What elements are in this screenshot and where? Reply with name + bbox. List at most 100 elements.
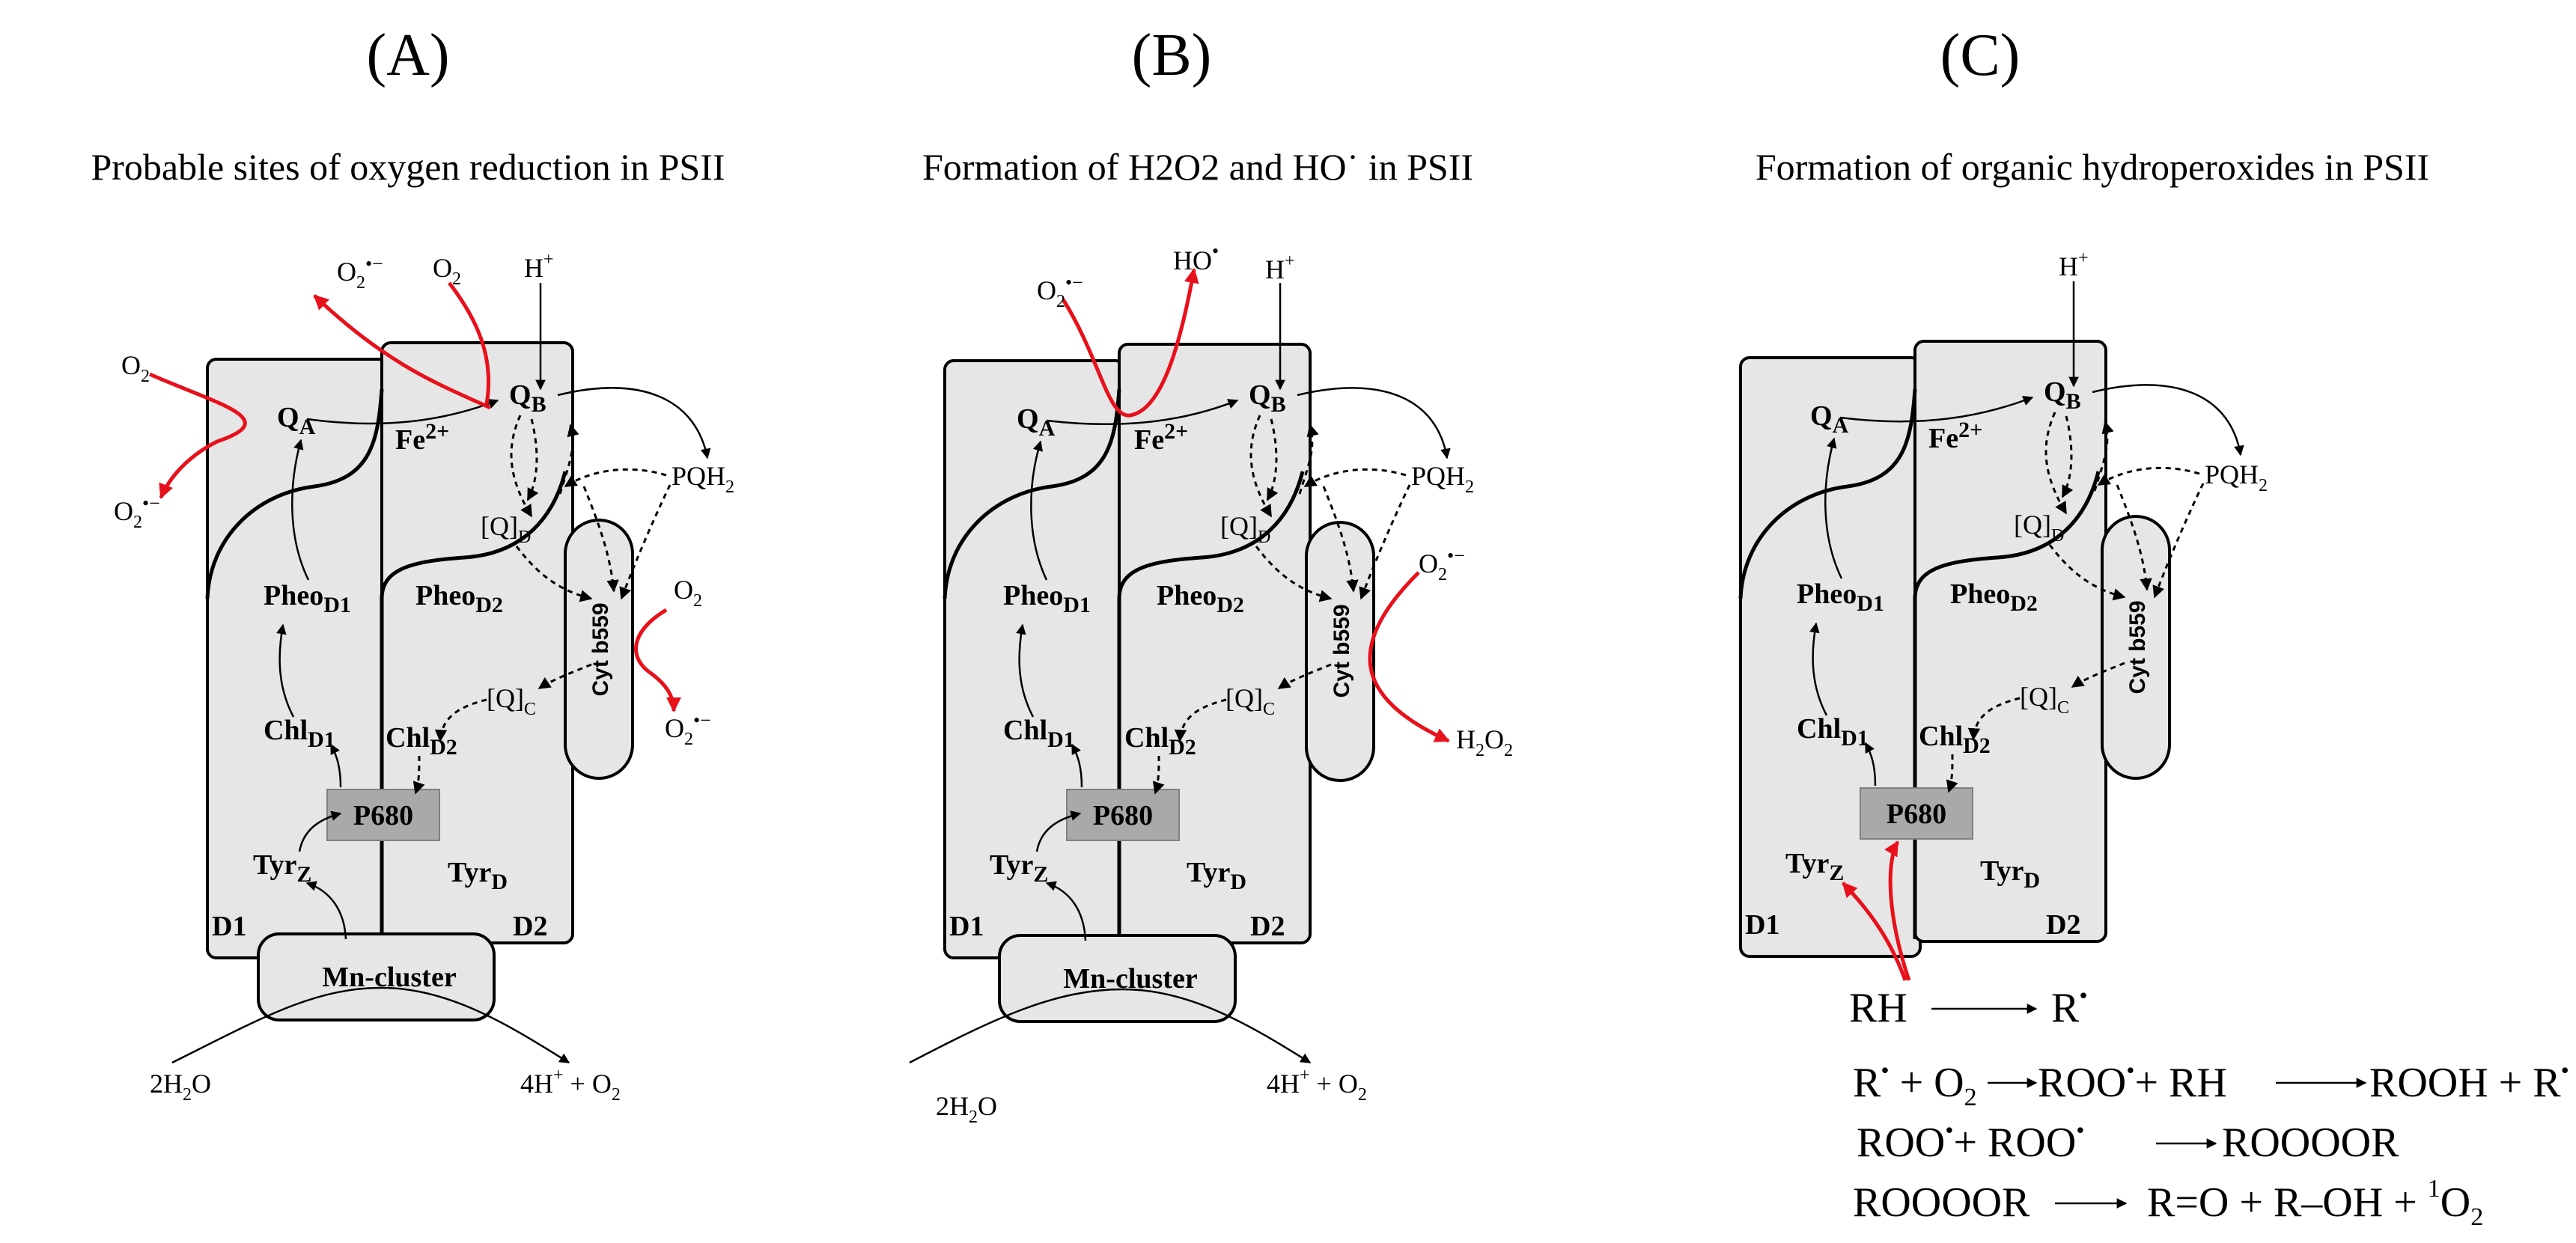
equation-4: ROOOOR — [1853, 1179, 2030, 1226]
p680-box — [1860, 787, 1973, 840]
h-plus-label: H+ — [2059, 248, 2089, 281]
o2-qb-label: O2 — [433, 253, 461, 289]
superoxide-qb-label: O2•− — [337, 253, 383, 293]
cyt-b559-box — [2101, 515, 2171, 780]
chl-to-pheo-arrow — [1809, 622, 1828, 716]
chl-to-pheo-arrow — [276, 623, 295, 718]
equation-1: RH — [1849, 985, 1907, 1031]
superoxide-qa-label: O2•− — [114, 492, 160, 532]
d1-boundary — [1738, 388, 1917, 599]
cyt-b559-label: Cyt b559 — [588, 602, 613, 696]
equation-2: R• + O2 — [1853, 1057, 1977, 1111]
qb-label: QB — [1249, 379, 1286, 417]
d1-label: D1 — [949, 911, 984, 942]
qd-to-cyt-dashed-2 — [1322, 486, 1359, 593]
pqh2-label: PQH2 — [672, 461, 734, 497]
equation-3: ROO•+ ROO• — [1857, 1117, 2084, 1166]
pheo-to-qa-arrow — [1824, 437, 1843, 579]
p680-to-chl-arrow — [1864, 742, 1877, 787]
chl-d2-label: ChlD2 — [1919, 721, 1991, 758]
qc-label: [Q]C — [2020, 682, 2069, 718]
d1-label: D1 — [212, 911, 246, 942]
cyt-b559-label: Cyt b559 — [2125, 600, 2150, 694]
water-label: 2H2O — [150, 1069, 211, 1105]
d2-boundary — [380, 471, 567, 939]
pqh2-to-cyt-dashed — [619, 484, 672, 600]
chl-to-pheo-arrow — [1016, 623, 1035, 718]
mn-cluster-box — [257, 932, 496, 1021]
qd-to-cyt-dashed-2 — [582, 486, 619, 593]
red-superoxide-qb — [313, 294, 492, 410]
superoxide-cyt-label: O2•− — [1419, 545, 1465, 584]
product-label: 4H+ + O2 — [1267, 1066, 1367, 1105]
panel-title: Formation of organic hydroperoxides in P… — [1756, 146, 2429, 188]
qa-to-qb-arrow — [306, 399, 499, 425]
p680-to-chl-arrow — [329, 743, 342, 788]
tyrz-to-p680-arrow — [1035, 810, 1082, 852]
superoxide-label: O2•− — [1037, 272, 1083, 311]
pqh2-to-qb-dashed — [2097, 466, 2200, 486]
mn-to-tyrz-arrow — [1045, 881, 1087, 941]
panel-label: (C) — [1940, 22, 2021, 88]
pheo-to-qa-arrow — [1030, 440, 1048, 581]
o2-qa-label: O2 — [121, 350, 150, 386]
tyrz-label: TyrZ — [1785, 848, 1844, 885]
equation-2-product: ROOH + R• — [2369, 1057, 2569, 1106]
d2-label: D2 — [1250, 911, 1285, 942]
qb-label: QB — [2044, 376, 2081, 414]
pqh2-to-cyt-dashed — [1359, 484, 1411, 600]
h-plus-label: H+ — [524, 250, 554, 283]
pheo-d2-label: PheoD2 — [415, 580, 503, 617]
pqh2-to-qb-dashed — [564, 468, 667, 488]
panel-a: (A) Probable sites of oxygen reduction i… — [91, 22, 734, 1105]
qd-to-cyt-dashed — [1255, 546, 1333, 602]
pheo-d2-label: PheoD2 — [1950, 578, 2038, 616]
ho-radical-label: HO• — [1173, 240, 1219, 275]
qd-label: [Q]D — [481, 511, 531, 547]
tyrd-label: TyrD — [1980, 855, 2040, 893]
qa-to-qb-arrow — [1839, 396, 2034, 423]
mn-to-tyrz-arrow — [305, 881, 347, 940]
water-label: 2H2O — [936, 1091, 997, 1127]
red-rh-to-p680 — [1884, 840, 1911, 981]
tyrz-label: TyrZ — [990, 849, 1048, 887]
fe-label: Fe2+ — [395, 419, 449, 456]
panel-title: Formation of H2O2 and HO˙ in PSII — [922, 146, 1473, 188]
equation-3-product: ROOOOR — [2222, 1120, 2399, 1166]
red-superoxide-cyt — [634, 608, 681, 712]
d1-label: D1 — [1745, 909, 1779, 941]
qb-to-pqh2-arrow — [557, 387, 711, 459]
qa-label: QA — [1017, 403, 1056, 441]
red-superoxide-qa — [148, 372, 247, 499]
panel-label: (A) — [366, 22, 449, 88]
qc-to-chl-dashed — [1174, 698, 1227, 742]
fe-label: Fe2+ — [1134, 419, 1188, 456]
d1-boundary — [205, 388, 384, 599]
panel-title: Probable sites of oxygen reduction in PS… — [91, 146, 725, 188]
p680-box — [326, 789, 440, 841]
o2-cyt-label: O2 — [674, 575, 702, 611]
qd-to-cyt-dashed-2 — [2116, 484, 2152, 591]
water-oxidation-arc — [171, 986, 570, 1064]
pheo-to-qa-arrow — [291, 439, 310, 581]
pqh2-to-qb-dashed — [1303, 468, 1407, 488]
chl-to-p680-dashed — [1946, 754, 1958, 793]
qc-to-chl-dashed — [1967, 697, 2021, 741]
d2-boundary — [1913, 471, 2101, 939]
red-o2-qb — [448, 281, 490, 405]
chl-d1-label: ChlD1 — [264, 715, 335, 752]
qd-to-cyt-dashed — [515, 546, 593, 602]
superoxide-cyt-label: O2•− — [665, 709, 711, 749]
chl-d1-label: ChlD1 — [1797, 713, 1869, 751]
red-superoxide-to-ho — [1061, 268, 1199, 418]
equation-4-product: R=O + R–OH + 1O2 — [2147, 1175, 2483, 1231]
h2o2-label: H2O2 — [1456, 724, 1513, 760]
panel-label: (B) — [1132, 22, 1212, 88]
cyt-b559-label: Cyt b559 — [1330, 604, 1354, 697]
qc-label: [Q]C — [487, 683, 536, 719]
cyt-to-qc-dashed — [2071, 662, 2125, 688]
pheo-d1-label: PheoD1 — [264, 580, 351, 617]
equation-1-product: R• — [2051, 982, 2088, 1031]
qb-to-qd-dashed — [2044, 412, 2068, 515]
qa-to-qb-arrow — [1046, 399, 1239, 426]
